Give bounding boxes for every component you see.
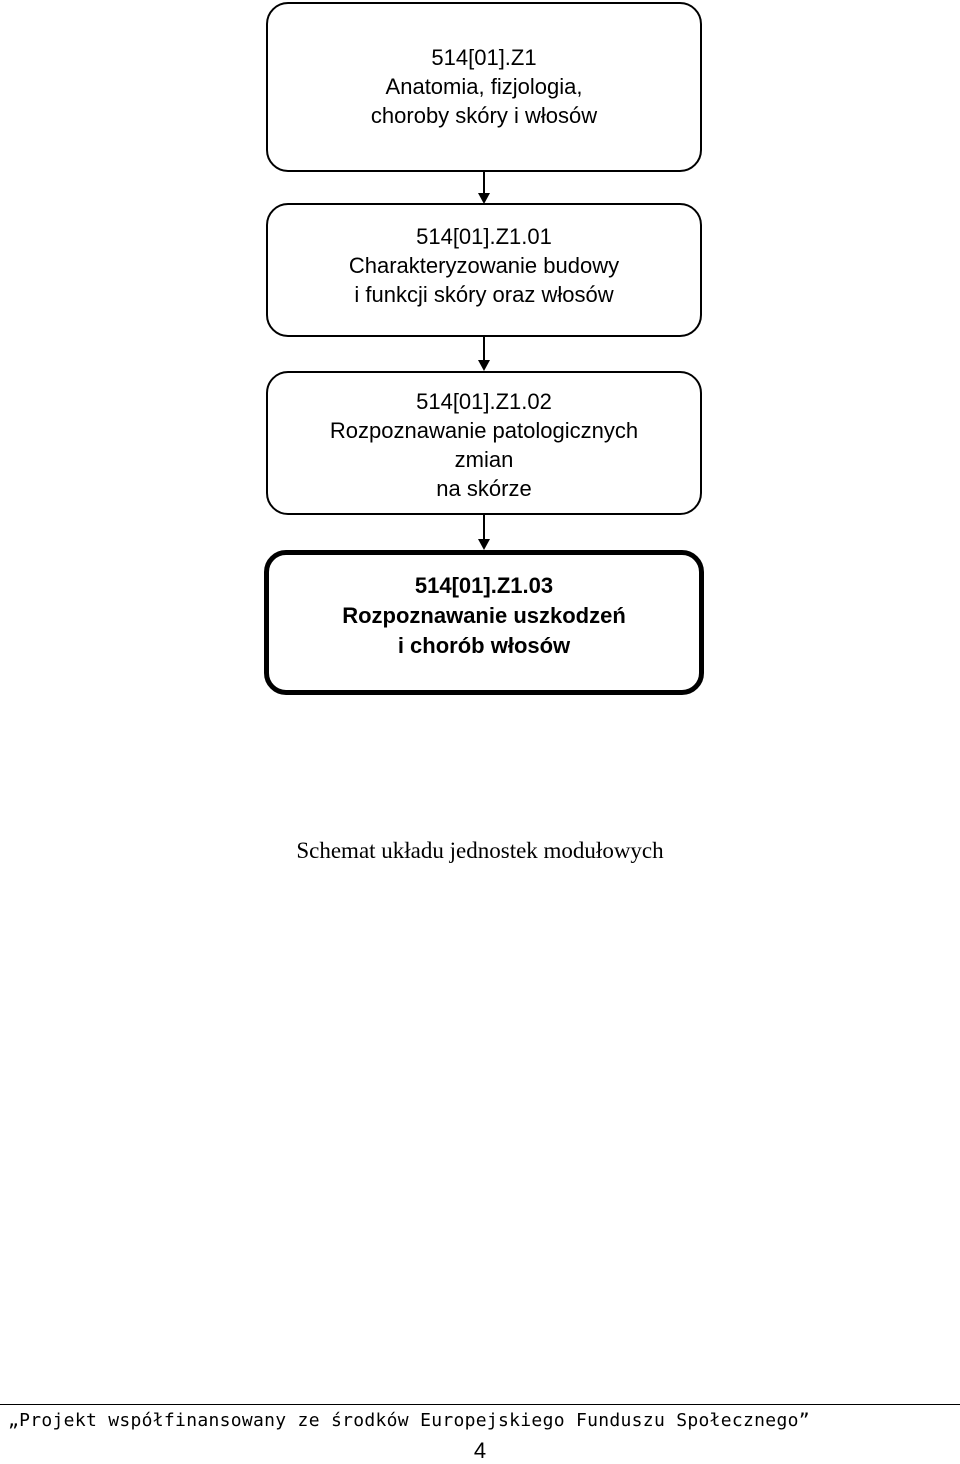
arrow-box1-to-box2: [478, 172, 490, 204]
module-title-line: i funkcji skóry oraz włosów: [354, 282, 614, 307]
module-title-line: Anatomia, fizjologia,: [385, 74, 583, 99]
module-code: 514[01].Z1.03: [414, 573, 554, 598]
module-code: 514[01].Z1: [431, 45, 537, 70]
module-title-line: na skórze: [436, 476, 532, 501]
module-box-z1: 514[01].Z1 Anatomia, fizjologia, choroby…: [266, 2, 702, 172]
module-title-line: zmian: [454, 447, 514, 472]
diagram-caption: Schemat układu jednostek modułowych: [296, 838, 664, 863]
page-number: 4: [473, 1438, 487, 1463]
module-title-line: Rozpoznawanie uszkodzeń: [342, 603, 626, 628]
arrow-box2-to-box3: [478, 337, 490, 371]
footer-project-note: „Projekt współfinansowany ze środków Eur…: [8, 1410, 810, 1431]
arrow-box3-to-box4: [478, 515, 490, 550]
module-title-line: Charakteryzowanie budowy: [348, 253, 620, 278]
footer-divider: [0, 1404, 960, 1405]
module-title-line: Rozpoznawanie patologicznych: [329, 418, 639, 443]
module-title-line: choroby skóry i włosów: [370, 103, 598, 128]
module-box-z1-03-highlighted: 514[01].Z1.03 Rozpoznawanie uszkodzeń i …: [264, 550, 704, 695]
module-title-line: i chorób włosów: [397, 633, 571, 658]
module-box-z1-02: 514[01].Z1.02 Rozpoznawanie patologiczny…: [266, 371, 702, 515]
module-code: 514[01].Z1.02: [416, 389, 552, 414]
module-code: 514[01].Z1.01: [416, 224, 552, 249]
module-box-z1-01: 514[01].Z1.01 Charakteryzowanie budowy i…: [266, 203, 702, 337]
